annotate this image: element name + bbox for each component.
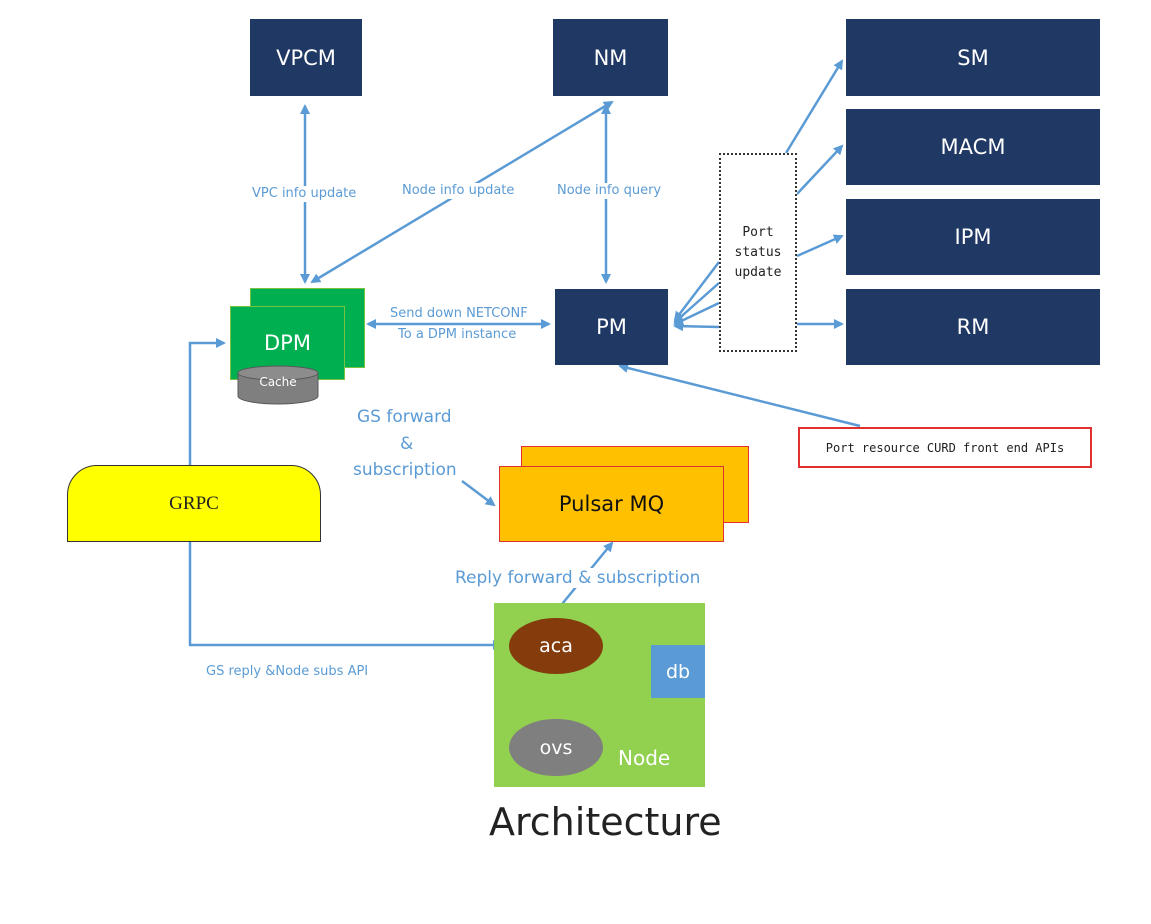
reply-forward-label: Reply forward & subscription [455,568,701,588]
aca-ellipse: aca [509,618,603,674]
port-status-line-2: status [734,244,782,260]
gs-forward-label-3: subscription [353,460,457,480]
rm-box: RM [846,289,1100,365]
netconf-label-2: To a DPM instance [398,327,517,343]
edge-port-pm-1 [673,261,720,322]
edge-port-pm-2 [673,282,720,324]
gs-forward-label-2: & [400,434,414,454]
db-box: db [651,645,705,698]
gs-reply-label: GS reply &Node subs API [206,664,369,679]
edge-port-sm [784,59,844,154]
port-api-box: Port resource CURD front end APIs [798,427,1092,468]
node-info-update-label: Node info update [402,183,515,199]
edge-port-ipm [796,234,844,258]
diagram-caption: Architecture [489,800,722,844]
node-label: Node [618,746,671,770]
edge-dpm-pulsar [461,480,496,507]
gs-forward-label-1: GS forward [357,407,452,427]
port-status-line-3: update [734,264,782,280]
edge-port-macm [796,144,844,195]
grpc-label: GRPC [169,492,219,514]
ovs-label: ovs [539,736,573,759]
pulsar-box: Pulsar MQ [499,466,724,542]
sm-box: SM [846,19,1100,96]
port-api-label: Port resource CURD front end APIs [825,440,1065,455]
db-label: db [665,660,691,683]
edge-port-pm-3 [673,301,720,326]
pm-box: PM [555,289,668,365]
macm-box: MACM [846,109,1100,185]
ipm-box: IPM [846,199,1100,275]
grpc-box: GRPC [67,465,321,542]
cache-label: Cache [259,375,297,389]
edge-api-pm [618,363,861,428]
vpc-info-label: VPC info update [252,186,357,202]
ovs-ellipse: ovs [509,719,603,776]
cache-cylinder [237,365,319,405]
vpcm-box: VPCM [250,19,362,96]
netconf-label-1: Send down NETCONF [390,306,528,322]
node-info-query-label: Node info query [557,183,662,199]
edge-port-pm-4 [673,321,720,332]
aca-label: aca [539,635,573,657]
port-status-line-1: Port [742,224,774,240]
port-status-box: Port status update [719,153,797,352]
dpm-label: DPM [264,331,311,355]
nm-box: NM [553,19,668,96]
